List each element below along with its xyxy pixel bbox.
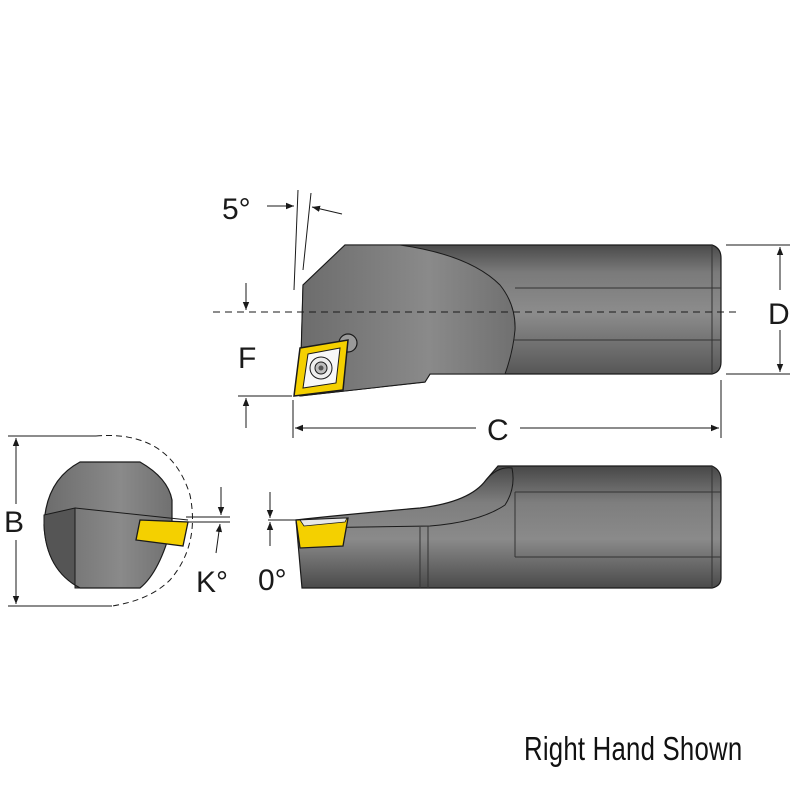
caption: Right Hand Shown: [524, 730, 743, 767]
bore-circle: [95, 434, 193, 607]
zero-angle-dim: 0°: [258, 492, 296, 597]
lead-angle-label: 5°: [222, 193, 251, 226]
end-insert: [135, 519, 189, 547]
dim-f-label: F: [238, 342, 256, 375]
dim-d-label: D: [768, 298, 790, 331]
end-view: [43, 434, 193, 607]
lead-angle-dim: 5°: [222, 189, 343, 291]
dim-c: C: [292, 380, 722, 447]
dim-f: F: [238, 283, 292, 428]
dim-b-label: B: [4, 506, 24, 539]
end-view-body: [43, 461, 173, 589]
dim-d: D: [726, 244, 790, 375]
k-angle-dim: K°: [186, 487, 230, 599]
dim-b: B: [4, 435, 112, 607]
side-view: [295, 465, 722, 589]
top-view: [213, 244, 740, 397]
k-angle-label: K°: [196, 566, 228, 599]
zero-angle-label: 0°: [258, 564, 287, 597]
top-view-head: [299, 244, 516, 397]
dim-c-label: C: [487, 414, 509, 447]
